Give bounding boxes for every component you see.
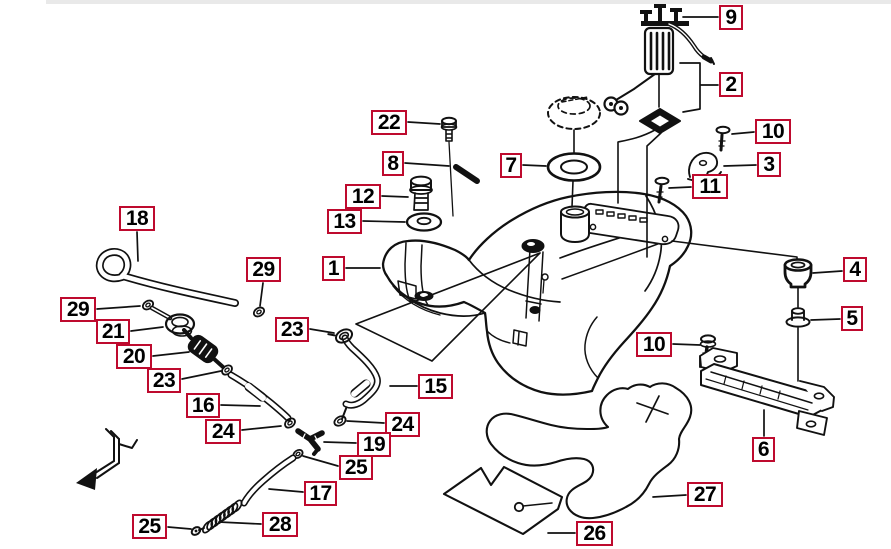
callout-27[interactable]: 27 xyxy=(687,482,723,507)
callout-25-mid[interactable]: 25 xyxy=(339,455,373,480)
callout-23-lower[interactable]: 23 xyxy=(147,368,181,393)
callout-3[interactable]: 3 xyxy=(757,152,781,177)
callout-1[interactable]: 1 xyxy=(322,256,345,281)
callout-23-upper[interactable]: 23 xyxy=(275,317,309,342)
callout-29-right[interactable]: 29 xyxy=(246,257,281,282)
orientation-arrow-drawing xyxy=(76,428,138,490)
fuel-tank-drawing xyxy=(355,190,693,396)
callout-16[interactable]: 16 xyxy=(186,393,220,418)
callout-25-bottom[interactable]: 25 xyxy=(132,514,167,539)
callout-7[interactable]: 7 xyxy=(500,153,522,178)
spring-drawing xyxy=(202,499,243,534)
callout-21[interactable]: 21 xyxy=(96,319,130,344)
callout-12[interactable]: 12 xyxy=(345,184,381,209)
fuel-pump-assembly-drawing xyxy=(603,4,715,258)
callout-18[interactable]: 18 xyxy=(119,206,155,231)
hose-assembly-drawing xyxy=(95,248,381,536)
heat-shield-drawing xyxy=(442,382,693,536)
tank-mount-bracket-drawing xyxy=(671,240,835,436)
callout-8[interactable]: 8 xyxy=(382,151,404,176)
callout-24-left[interactable]: 24 xyxy=(205,419,241,444)
callout-29-left[interactable]: 29 xyxy=(60,297,96,322)
callout-20[interactable]: 20 xyxy=(116,344,152,369)
callout-10-top[interactable]: 10 xyxy=(755,119,791,144)
callout-13[interactable]: 13 xyxy=(327,209,362,234)
callout-11[interactable]: 11 xyxy=(692,174,728,199)
leader-lines xyxy=(96,16,843,534)
callout-4[interactable]: 4 xyxy=(843,257,867,282)
fuel-cap-drawing xyxy=(546,96,602,208)
callout-9[interactable]: 9 xyxy=(719,5,743,30)
callout-17[interactable]: 17 xyxy=(304,481,337,506)
callout-10-bracket[interactable]: 10 xyxy=(636,332,672,357)
callout-5[interactable]: 5 xyxy=(841,306,863,331)
page-edge-strip xyxy=(46,0,891,4)
callout-28[interactable]: 28 xyxy=(262,512,298,537)
callout-22[interactable]: 22 xyxy=(371,110,407,135)
callout-2[interactable]: 2 xyxy=(719,72,743,97)
callout-15[interactable]: 15 xyxy=(418,374,453,399)
callout-26[interactable]: 26 xyxy=(576,521,613,546)
callout-19[interactable]: 19 xyxy=(357,432,391,457)
callout-6[interactable]: 6 xyxy=(752,437,775,462)
